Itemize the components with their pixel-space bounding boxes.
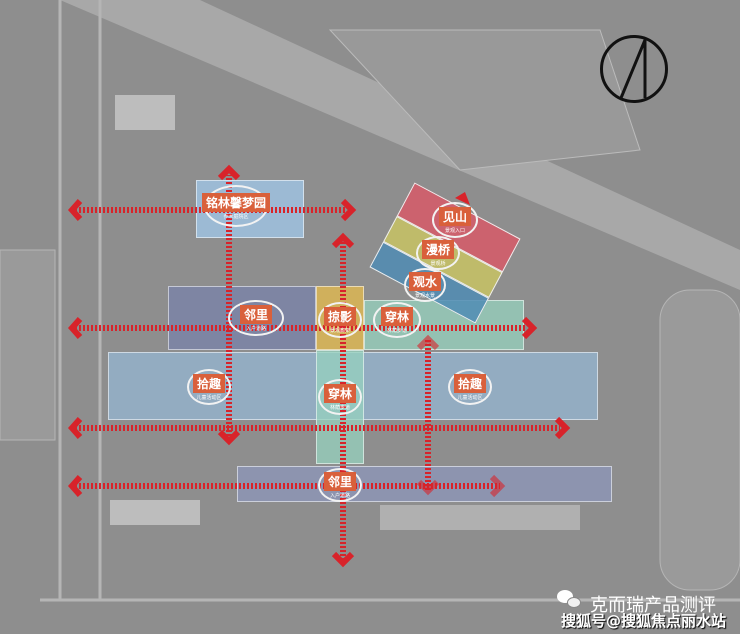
path-line-h4 (75, 483, 500, 489)
arrow-down-icon (331, 551, 355, 568)
label-0: 铭林馨梦园乔木庭院区 (202, 185, 271, 227)
arrow-right-icon (340, 198, 357, 222)
label-5: 漫桥景观桥 (416, 236, 460, 270)
arrow-northeast-icon (455, 192, 470, 205)
label-7: 拾趣儿童活动区 (187, 369, 231, 405)
arrow-left-icon (67, 417, 83, 439)
label-2: 掠影景观廊架 (318, 302, 362, 338)
arrow-down-icon (217, 429, 241, 446)
label-3: 穿林林荫步道 (373, 302, 421, 338)
path-line-v1 (226, 175, 232, 440)
watermark-source: 搜狐号@搜狐焦点丽水站 (560, 612, 726, 630)
arrow-left-icon (67, 475, 83, 497)
label-4: 见山景观入口 (432, 202, 478, 238)
path-line-v3 (425, 340, 431, 490)
arrow-left-icon (67, 317, 83, 339)
watermark-account: 克而瑞产品测评 (590, 595, 716, 616)
north-arrow-icon (600, 35, 668, 103)
wechat-icon (557, 590, 583, 610)
label-10: 邻里入户道路 (318, 468, 362, 502)
label-6: 观水景观水景 (404, 268, 446, 302)
path-line-h2 (75, 325, 525, 331)
arrow-up-icon (331, 232, 355, 249)
label-9: 拾趣儿童活动区 (448, 369, 492, 405)
label-8: 穿林林荫步道 (318, 379, 362, 415)
arrow-up-icon (217, 164, 241, 181)
arrow-right-icon (521, 316, 538, 340)
arrow-up-icon (416, 334, 440, 351)
path-line-h3 (75, 425, 560, 431)
arrow-right-icon (489, 474, 506, 498)
arrow-down-icon (416, 479, 440, 496)
label-1: 邻里入户道路 (228, 300, 284, 336)
arrow-right-icon (554, 416, 571, 440)
arrow-left-icon (67, 199, 83, 221)
